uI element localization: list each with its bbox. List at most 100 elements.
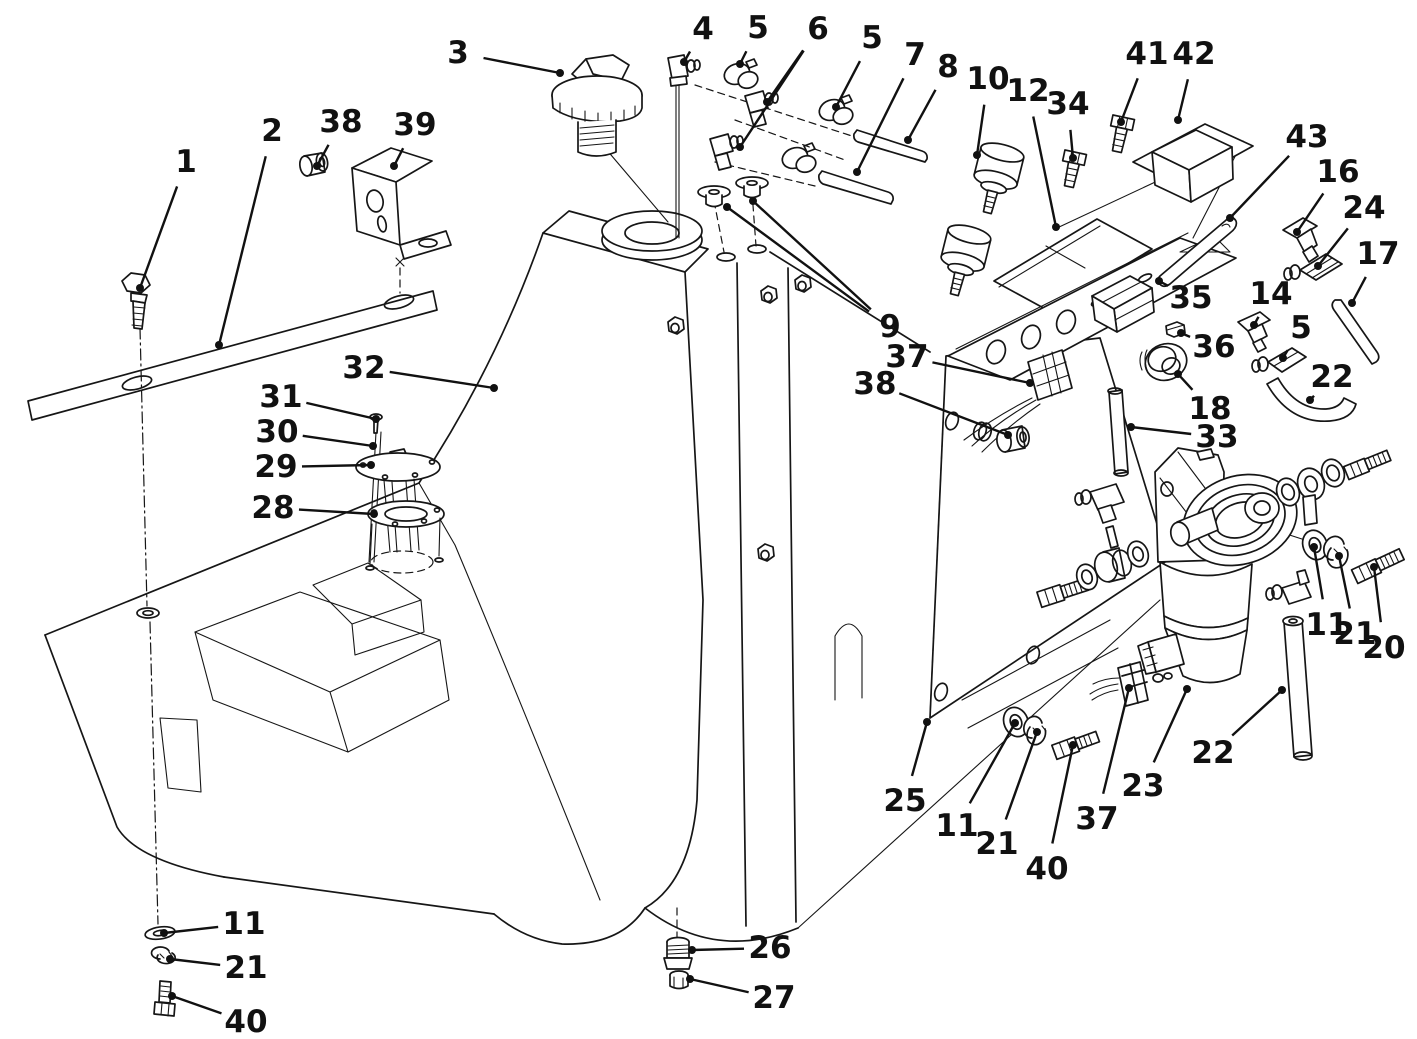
part-bolt-40a [153, 980, 176, 1017]
leader-dot-c34 [1069, 154, 1077, 162]
weld-nut-icon [667, 274, 812, 562]
part-hose-17 [1331, 299, 1380, 365]
callout-c11c: 11 [1305, 607, 1348, 643]
part-elbow-near-tube [1265, 569, 1312, 605]
leader-dot-c28 [370, 510, 378, 518]
part-fitting-26 [663, 936, 693, 970]
leader-dot-c41 [1117, 118, 1125, 126]
leader-line-c7 [855, 77, 905, 173]
leader-line-c27 [689, 977, 749, 994]
callout-c32: 32 [342, 350, 385, 386]
leader-line-c22b [1231, 689, 1283, 737]
leader-dot-c29 [367, 461, 375, 469]
part-grommet-9a [697, 185, 731, 208]
leader-dot-c5a [736, 60, 744, 68]
leader-dot-c2 [215, 341, 223, 349]
leader-line-c43 [1229, 155, 1290, 219]
part-tube-22b [1282, 615, 1313, 761]
leader-line-c6 [738, 50, 805, 148]
part-hose-22a [1266, 377, 1357, 423]
callout-c34: 34 [1046, 86, 1089, 122]
callout-c25: 25 [883, 783, 926, 819]
leader-line-c42 [1176, 78, 1190, 121]
leader-dot-c25 [923, 718, 931, 726]
leader-line-c25 [910, 721, 929, 777]
callout-c21c: 21 [1333, 616, 1376, 652]
leader-dot-c26 [688, 946, 696, 954]
callout-c30: 30 [255, 414, 298, 450]
leader-line-c38b [898, 392, 1009, 437]
callout-c8: 8 [937, 49, 959, 85]
callout-c40a: 40 [224, 1004, 267, 1039]
part-cap-27 [669, 970, 689, 990]
part-fuel-filter [1137, 447, 1298, 684]
part-lockwasher-21c [1322, 535, 1349, 569]
callout-c37a: 37 [885, 339, 928, 375]
part-spacer-b [1093, 547, 1133, 583]
leader-dot-c11a [160, 929, 168, 937]
leader-dot-c1 [136, 284, 144, 292]
part-sender-gasket-28 [365, 500, 445, 571]
callout-c14: 14 [1249, 276, 1292, 312]
callout-c3: 3 [447, 35, 469, 71]
callout-c33: 33 [1195, 419, 1238, 455]
leader-dot-c14 [1250, 321, 1258, 329]
leader-dot-c30 [369, 442, 377, 450]
leader-dot-c24 [1314, 262, 1322, 270]
callout-c17: 17 [1356, 236, 1399, 272]
leader-dot-c27 [686, 975, 694, 983]
leader-dot-c5c [1279, 354, 1287, 362]
callout-c41: 41 [1125, 36, 1168, 72]
callout-c5a: 5 [747, 10, 769, 46]
leader-dot-c12 [1052, 223, 1060, 231]
callout-c31: 31 [259, 379, 302, 415]
leader-line-c38a [315, 144, 330, 167]
callout-c24: 24 [1342, 190, 1385, 226]
leader-line-c3 [483, 56, 561, 75]
leader-dot-c33 [1127, 423, 1135, 431]
callout-c42: 42 [1172, 36, 1215, 72]
leader-line-c5b [834, 60, 862, 108]
part-grommet-18 [1139, 342, 1188, 382]
callout-c4: 4 [692, 11, 714, 47]
leader-line-c21c [1337, 555, 1351, 609]
callout-c38a: 38 [319, 104, 362, 140]
part-box-42 [1132, 123, 1254, 203]
leader-line-c17 [1350, 276, 1367, 304]
callout-c39: 39 [393, 107, 436, 143]
leader-dot-c10 [973, 151, 981, 159]
leader-dot-c42 [1174, 116, 1182, 124]
leader-line-c23 [1152, 688, 1189, 763]
leader-line-c24 [1317, 227, 1349, 267]
leader-line-c40b [1051, 744, 1075, 844]
leader-line-c11a [163, 925, 219, 935]
part-connector-37a [963, 349, 1073, 453]
callout-c21b: 21 [975, 826, 1018, 862]
part-hose-clamp-5x [781, 142, 817, 174]
leader-dot-c17 [1348, 299, 1356, 307]
leader-dot-c4 [680, 58, 688, 66]
leader-dot-c22b [1278, 686, 1286, 694]
leader-dot-c38a [313, 162, 321, 170]
callout-c29: 29 [254, 449, 297, 485]
leader-dot-c39 [390, 162, 398, 170]
leader-dot-c21b [1033, 728, 1041, 736]
leader-line-c11b [968, 722, 1017, 804]
part-bolt-40b [1050, 730, 1101, 761]
leader-dot-c11b [1011, 719, 1019, 727]
callout-c11a: 11 [222, 906, 265, 942]
leader-line-c33 [1130, 425, 1192, 436]
leader-line-c21a [169, 957, 221, 967]
part-hose-7 [817, 170, 894, 205]
leader-dot-c9 [723, 203, 731, 211]
leader-dot-c9 [749, 197, 757, 205]
leader-line-c26 [691, 947, 745, 952]
part-bolt-banjo [1342, 449, 1392, 481]
part-fitting-14 [1237, 311, 1271, 353]
part-grommet-9b [735, 176, 769, 199]
part-plate-12 [993, 218, 1153, 312]
part-mounting-strap [27, 290, 438, 421]
leader-dot-c3 [556, 69, 564, 77]
